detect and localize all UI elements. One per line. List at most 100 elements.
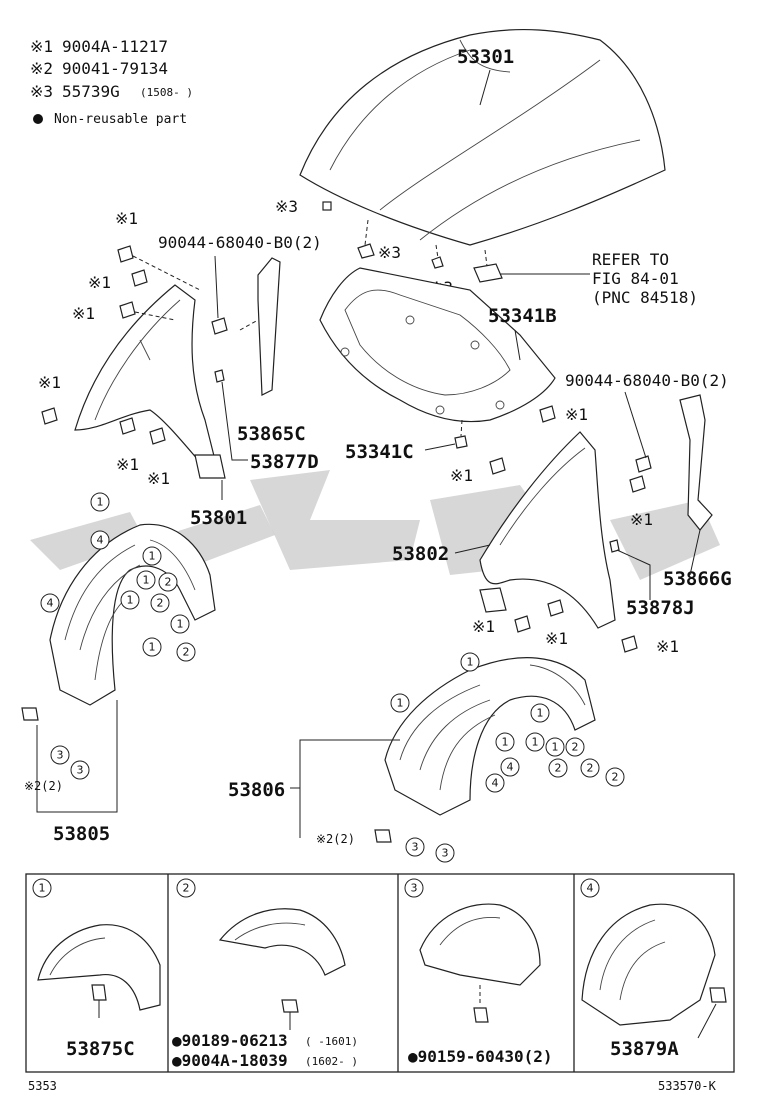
- circled-ref-1: 1: [90, 492, 110, 512]
- detail-2-range-1: ( -1601): [305, 1035, 358, 1048]
- bolt-icon: [635, 455, 652, 473]
- svg-text:1: 1: [552, 741, 559, 754]
- svg-text:1: 1: [143, 574, 150, 587]
- hood-stopper-2-icon: [431, 256, 444, 269]
- callout-bolt-left: 90044-68040-B0(2): [158, 233, 322, 252]
- detail-3-part: ●90159-60430(2): [408, 1047, 553, 1066]
- callout-liner-left: 53805: [53, 823, 110, 845]
- mark1-l6: ※1: [147, 469, 170, 488]
- svg-text:1: 1: [177, 618, 184, 631]
- svg-text:2: 2: [555, 762, 562, 775]
- hood-53301: [299, 28, 666, 246]
- circled-ref-2: 2: [158, 572, 178, 592]
- bolt-icon: [41, 407, 58, 425]
- circled-ref-2: 2: [176, 642, 196, 662]
- callout-liner-right: 53806: [228, 779, 285, 801]
- bolt-icon: [211, 317, 228, 335]
- liner-clip-icon: [374, 829, 392, 843]
- liner-clip-icon: [21, 707, 39, 721]
- callout-insulator-clip: 53341C: [345, 441, 414, 463]
- detail-num-2: 2: [183, 882, 190, 895]
- left-fender-bolts: ※1 ※1 ※1 ※1 ※1 ※1: [38, 209, 228, 488]
- svg-text:2: 2: [612, 771, 619, 784]
- circled-ref-3: 3: [50, 745, 70, 765]
- bolt-icon: [119, 301, 136, 319]
- bolt-icon: [131, 269, 148, 287]
- callout-seal-c: 53865C: [237, 423, 306, 445]
- mark3-b: ※3: [378, 243, 401, 262]
- mark1-l5: ※1: [116, 455, 139, 474]
- callout-seal-d: 53877D: [250, 451, 319, 473]
- note-code-2: 90041-79134: [62, 59, 168, 78]
- detail-boxes: 1 53875C 2 ●90189-06213 ( -1601) ●9004A-…: [25, 873, 735, 1073]
- bolt-icon: [473, 1007, 489, 1023]
- note-code-3: 55739G: [62, 82, 120, 101]
- mark1-r6: ※1: [656, 637, 679, 656]
- hood-lock-striker-icon: [473, 263, 503, 283]
- clip-icon: [281, 999, 299, 1013]
- detail-2: 2 ●90189-06213 ( -1601) ●9004A-18039 (16…: [172, 878, 358, 1070]
- svg-text:3: 3: [442, 847, 449, 860]
- circled-ref-3: 3: [405, 837, 425, 857]
- circled-ref-1: 1: [142, 637, 162, 657]
- mark1-l1: ※1: [115, 209, 138, 228]
- insulator-clip-icon: [454, 435, 468, 449]
- detail-num-3: 3: [411, 882, 418, 895]
- mark1-l2: ※1: [88, 273, 111, 292]
- circled-ref-2: 2: [580, 758, 600, 778]
- circled-ref-1: 1: [142, 546, 162, 566]
- svg-text:1: 1: [537, 707, 544, 720]
- svg-text:1: 1: [397, 697, 404, 710]
- circled-ref-1: 1: [170, 614, 190, 634]
- seal-clip-icon: [609, 539, 620, 553]
- circled-ref-1: 1: [460, 652, 480, 672]
- right-fender-53802: [479, 431, 616, 629]
- circled-ref-1: 1: [530, 703, 550, 723]
- svg-text:2: 2: [183, 646, 190, 659]
- circled-ref-1: 1: [525, 732, 545, 752]
- bolt-icon: [117, 245, 134, 263]
- right-liner-53806: [384, 657, 596, 816]
- circled-ref-2: 2: [565, 737, 585, 757]
- mark3-a: ※3: [275, 197, 298, 216]
- clip-icon: [91, 984, 107, 1001]
- mark1-l3: ※1: [72, 304, 95, 323]
- callout-seal-j: 53878J: [626, 597, 695, 619]
- circled-ref-3: 3: [435, 843, 455, 863]
- svg-text:1: 1: [532, 736, 539, 749]
- bolt-icon: [514, 615, 531, 633]
- svg-text:1: 1: [149, 550, 156, 563]
- note-mark-1: ※1: [30, 37, 53, 56]
- detail-1-part: 53875C: [66, 1038, 135, 1060]
- circled-ref-4: 4: [90, 530, 110, 550]
- circled-ref-4: 4: [40, 593, 60, 613]
- detail-2-range-2: (1602- ): [305, 1055, 358, 1068]
- hood-clip-icon: [357, 243, 375, 259]
- circled-ref-1: 1: [545, 737, 565, 757]
- legend-text: Non-reusable part: [54, 112, 187, 127]
- mark1-l4: ※1: [38, 373, 61, 392]
- detail-2-part-2: ●9004A-18039: [172, 1051, 288, 1070]
- svg-text:2: 2: [157, 597, 164, 610]
- detail-num-1: 1: [39, 882, 46, 895]
- left-seal-53865c: [239, 257, 281, 396]
- detail-4: 4 53879A: [580, 878, 727, 1060]
- svg-text:1: 1: [127, 594, 134, 607]
- bolt-icon: [149, 427, 166, 445]
- note-mark-3: ※3: [30, 82, 53, 101]
- svg-text:3: 3: [77, 764, 84, 777]
- svg-text:4: 4: [507, 761, 514, 774]
- circled-ref-1: 1: [390, 693, 410, 713]
- note-mark-2: ※2: [30, 59, 53, 78]
- detail-4-part: 53879A: [610, 1038, 679, 1060]
- callout-bolt-right: 90044-68040-B0(2): [565, 371, 729, 390]
- non-reusable-bullet-icon: [33, 114, 43, 124]
- bolt-icon: [539, 405, 556, 423]
- callout-fender-right: 53802: [392, 543, 449, 565]
- hood-insulator-53341b: [319, 267, 556, 423]
- svg-text:1: 1: [97, 496, 104, 509]
- circled-ref-1: 1: [120, 590, 140, 610]
- note-code-1: 9004A-11217: [62, 37, 168, 56]
- svg-text:4: 4: [492, 777, 499, 790]
